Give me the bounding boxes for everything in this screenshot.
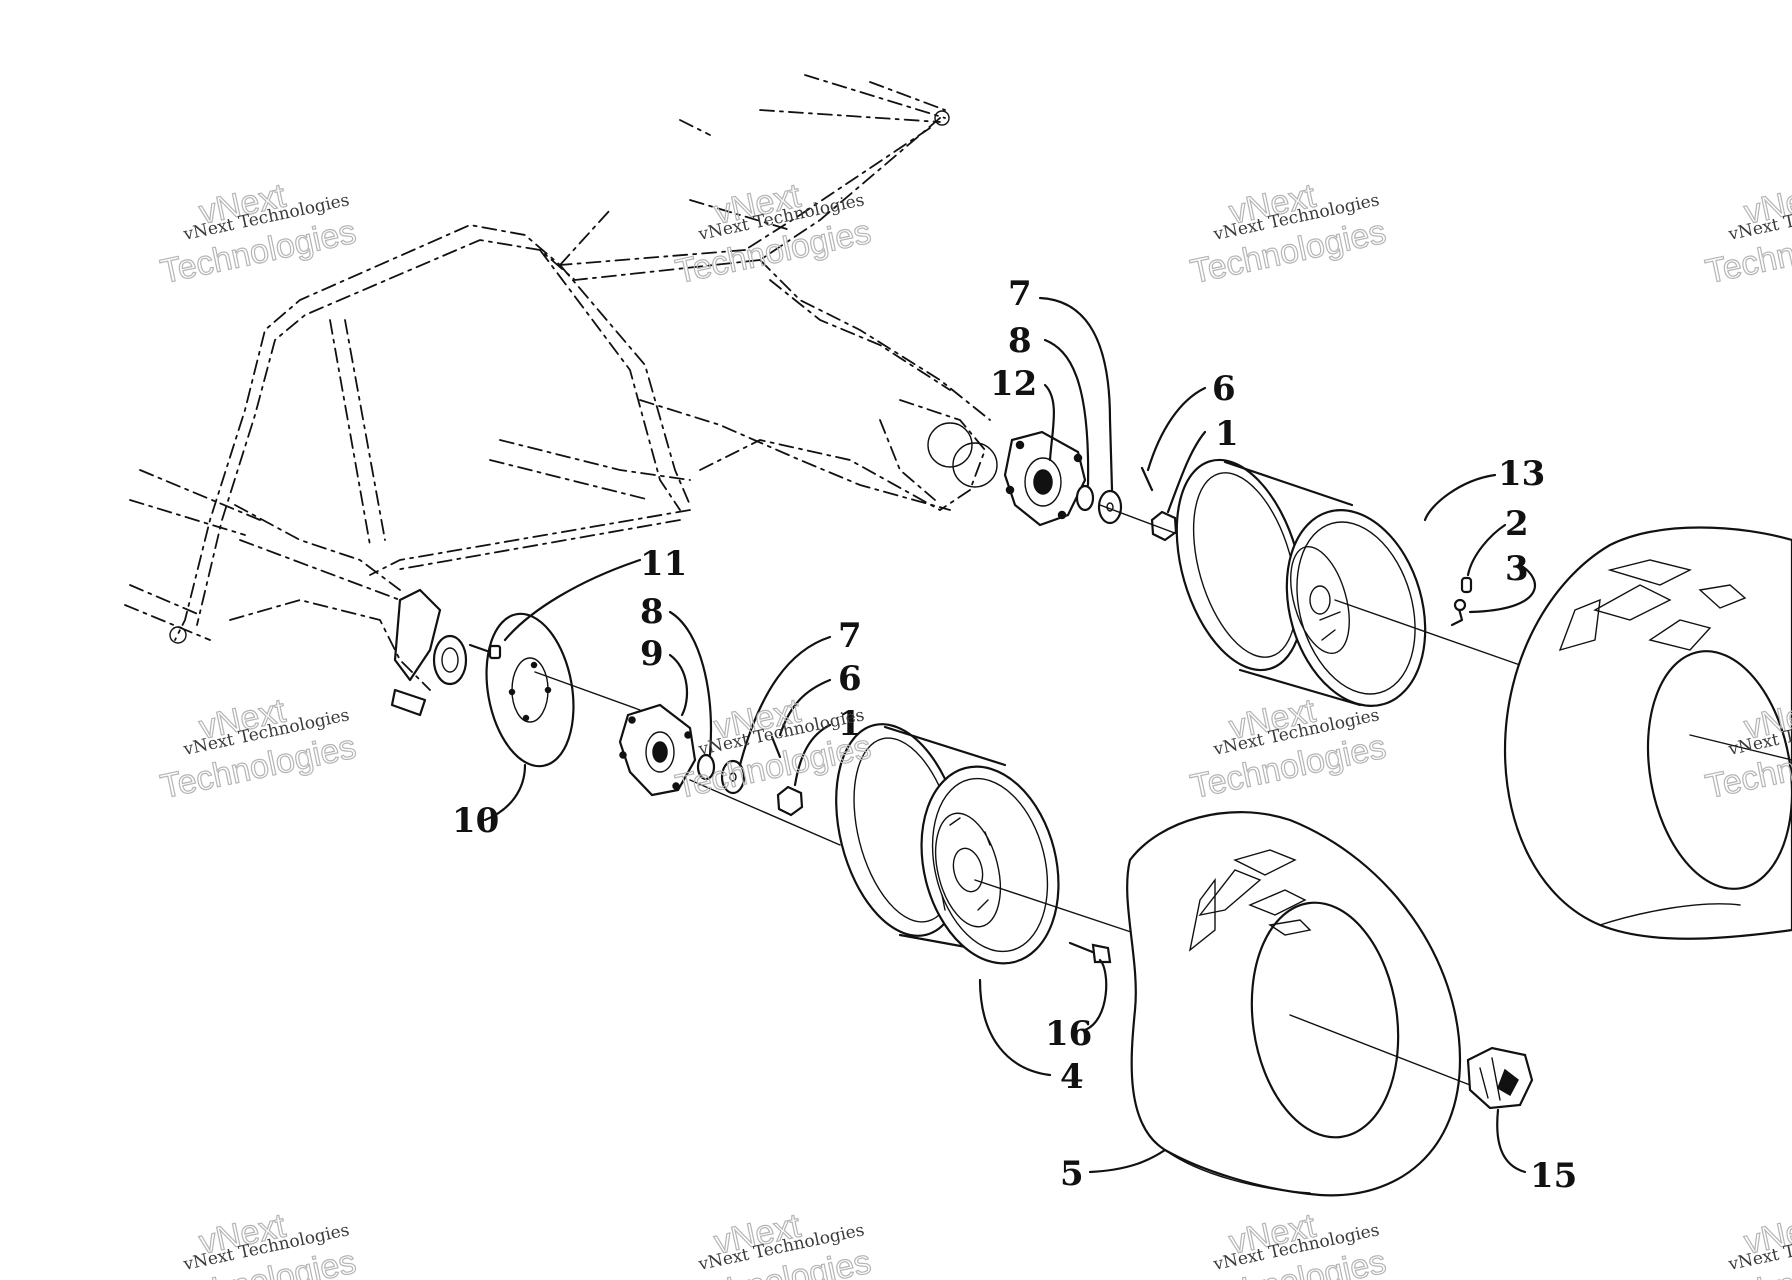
bearing-low xyxy=(696,753,716,781)
watermark-1: vNext vNext Technologies Technologies xyxy=(157,176,360,292)
hub-cap-15 xyxy=(1466,1046,1534,1110)
hub-12 xyxy=(1003,430,1087,527)
lug-bolt-16 xyxy=(1068,941,1112,964)
tire-5 xyxy=(1126,811,1471,1197)
callout-16: 16 xyxy=(1045,1014,1092,1054)
valve-stem xyxy=(1450,576,1473,627)
castle-nut-low xyxy=(776,785,804,817)
watermark-9: vNext vNext Technologies Technologies xyxy=(157,1206,360,1280)
hub-9 xyxy=(618,703,697,797)
cotter-pin-low xyxy=(770,735,782,759)
callout-12: 12 xyxy=(990,364,1037,404)
brake-disc-10 xyxy=(485,612,575,768)
axle-line-low xyxy=(534,671,641,711)
callout-1-low: 1 xyxy=(838,704,862,744)
axle-line-top-2 xyxy=(1334,599,1521,666)
callout-13: 13 xyxy=(1498,454,1545,494)
watermark-11: vNext vNext Technologies Technologies xyxy=(1187,1206,1390,1280)
callout-4: 4 xyxy=(1060,1057,1084,1097)
watermark-12: vNext vNext Technologies Technologies xyxy=(1702,1206,1792,1280)
callout-7-low: 7 xyxy=(838,616,862,656)
frame-chassis xyxy=(124,74,998,691)
wheel-rim-4 xyxy=(835,723,1060,965)
callout-5: 5 xyxy=(1060,1154,1084,1194)
watermark-2: vNext vNext Technologies Technologies xyxy=(672,176,875,292)
callout-7-top: 7 xyxy=(1008,274,1032,314)
watermark-5: vNext vNext Technologies Technologies xyxy=(157,691,360,807)
callout-6-top: 6 xyxy=(1212,369,1236,409)
callout-8-low: 8 xyxy=(640,592,664,632)
wheel-rim-13 xyxy=(1175,458,1427,707)
tire-top-right xyxy=(1503,526,1792,940)
axle-line-low-3 xyxy=(974,879,1141,936)
bearing-top xyxy=(1075,484,1095,512)
callout-1-top: 1 xyxy=(1215,414,1239,454)
cotter-pin-top xyxy=(1140,466,1154,492)
callout-6-low: 6 xyxy=(838,659,862,699)
callout-numbers: 7 8 12 6 1 13 2 3 11 8 9 7 6 1 10 16 4 5… xyxy=(452,274,1577,1196)
callout-3: 3 xyxy=(1505,549,1529,589)
axle-line-top xyxy=(1099,504,1181,536)
leader-lines xyxy=(483,296,1536,1174)
watermark-3: vNext vNext Technologies Technologies xyxy=(1187,176,1390,292)
callout-11: 11 xyxy=(640,544,687,584)
watermark-10: vNext vNext Technologies Technologies xyxy=(672,1206,875,1280)
callout-2: 2 xyxy=(1505,504,1529,544)
callout-10: 10 xyxy=(452,801,499,841)
watermark-4: vNext vNext Technologies Technologies xyxy=(1702,176,1792,292)
callout-15: 15 xyxy=(1530,1156,1577,1196)
bolt-11 xyxy=(468,643,502,660)
callout-8-top: 8 xyxy=(1008,321,1032,361)
washer-low xyxy=(720,759,746,795)
callout-9: 9 xyxy=(640,634,664,674)
steering-knuckle xyxy=(390,588,468,717)
washer-top xyxy=(1097,489,1123,525)
axle-line-low-2 xyxy=(689,779,841,846)
